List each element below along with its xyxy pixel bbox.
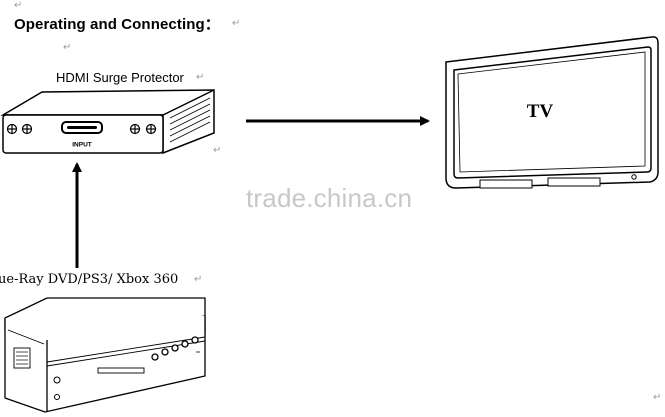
screw-icon — [6, 123, 157, 135]
input-port-label: INPUT — [72, 142, 92, 149]
paragraph-mark: ↵ — [63, 42, 72, 53]
media-player-illustration — [4, 297, 206, 413]
surge-protector-label: HDMI Surge Protector — [56, 70, 184, 85]
source-device-label: ue-Ray DVD/PS3/ Xbox 360 — [0, 272, 179, 287]
tv-illustration — [445, 36, 659, 189]
surge-protector-device — [0, 89, 215, 155]
watermark: trade.china.cn — [246, 183, 413, 213]
paragraph-mark: ↵ — [232, 18, 241, 29]
paragraph-mark: ↵ — [194, 274, 203, 285]
page-heading: Operating and Connecting： — [14, 16, 220, 33]
tv-label: TV — [527, 101, 554, 122]
paragraph-mark: ↵ — [653, 392, 662, 403]
paragraph-mark: ↵ — [213, 145, 222, 156]
paragraph-mark: ↵ — [14, 0, 23, 11]
paragraph-mark: ↵ — [196, 72, 205, 83]
hdmi-port-icon — [61, 121, 103, 134]
